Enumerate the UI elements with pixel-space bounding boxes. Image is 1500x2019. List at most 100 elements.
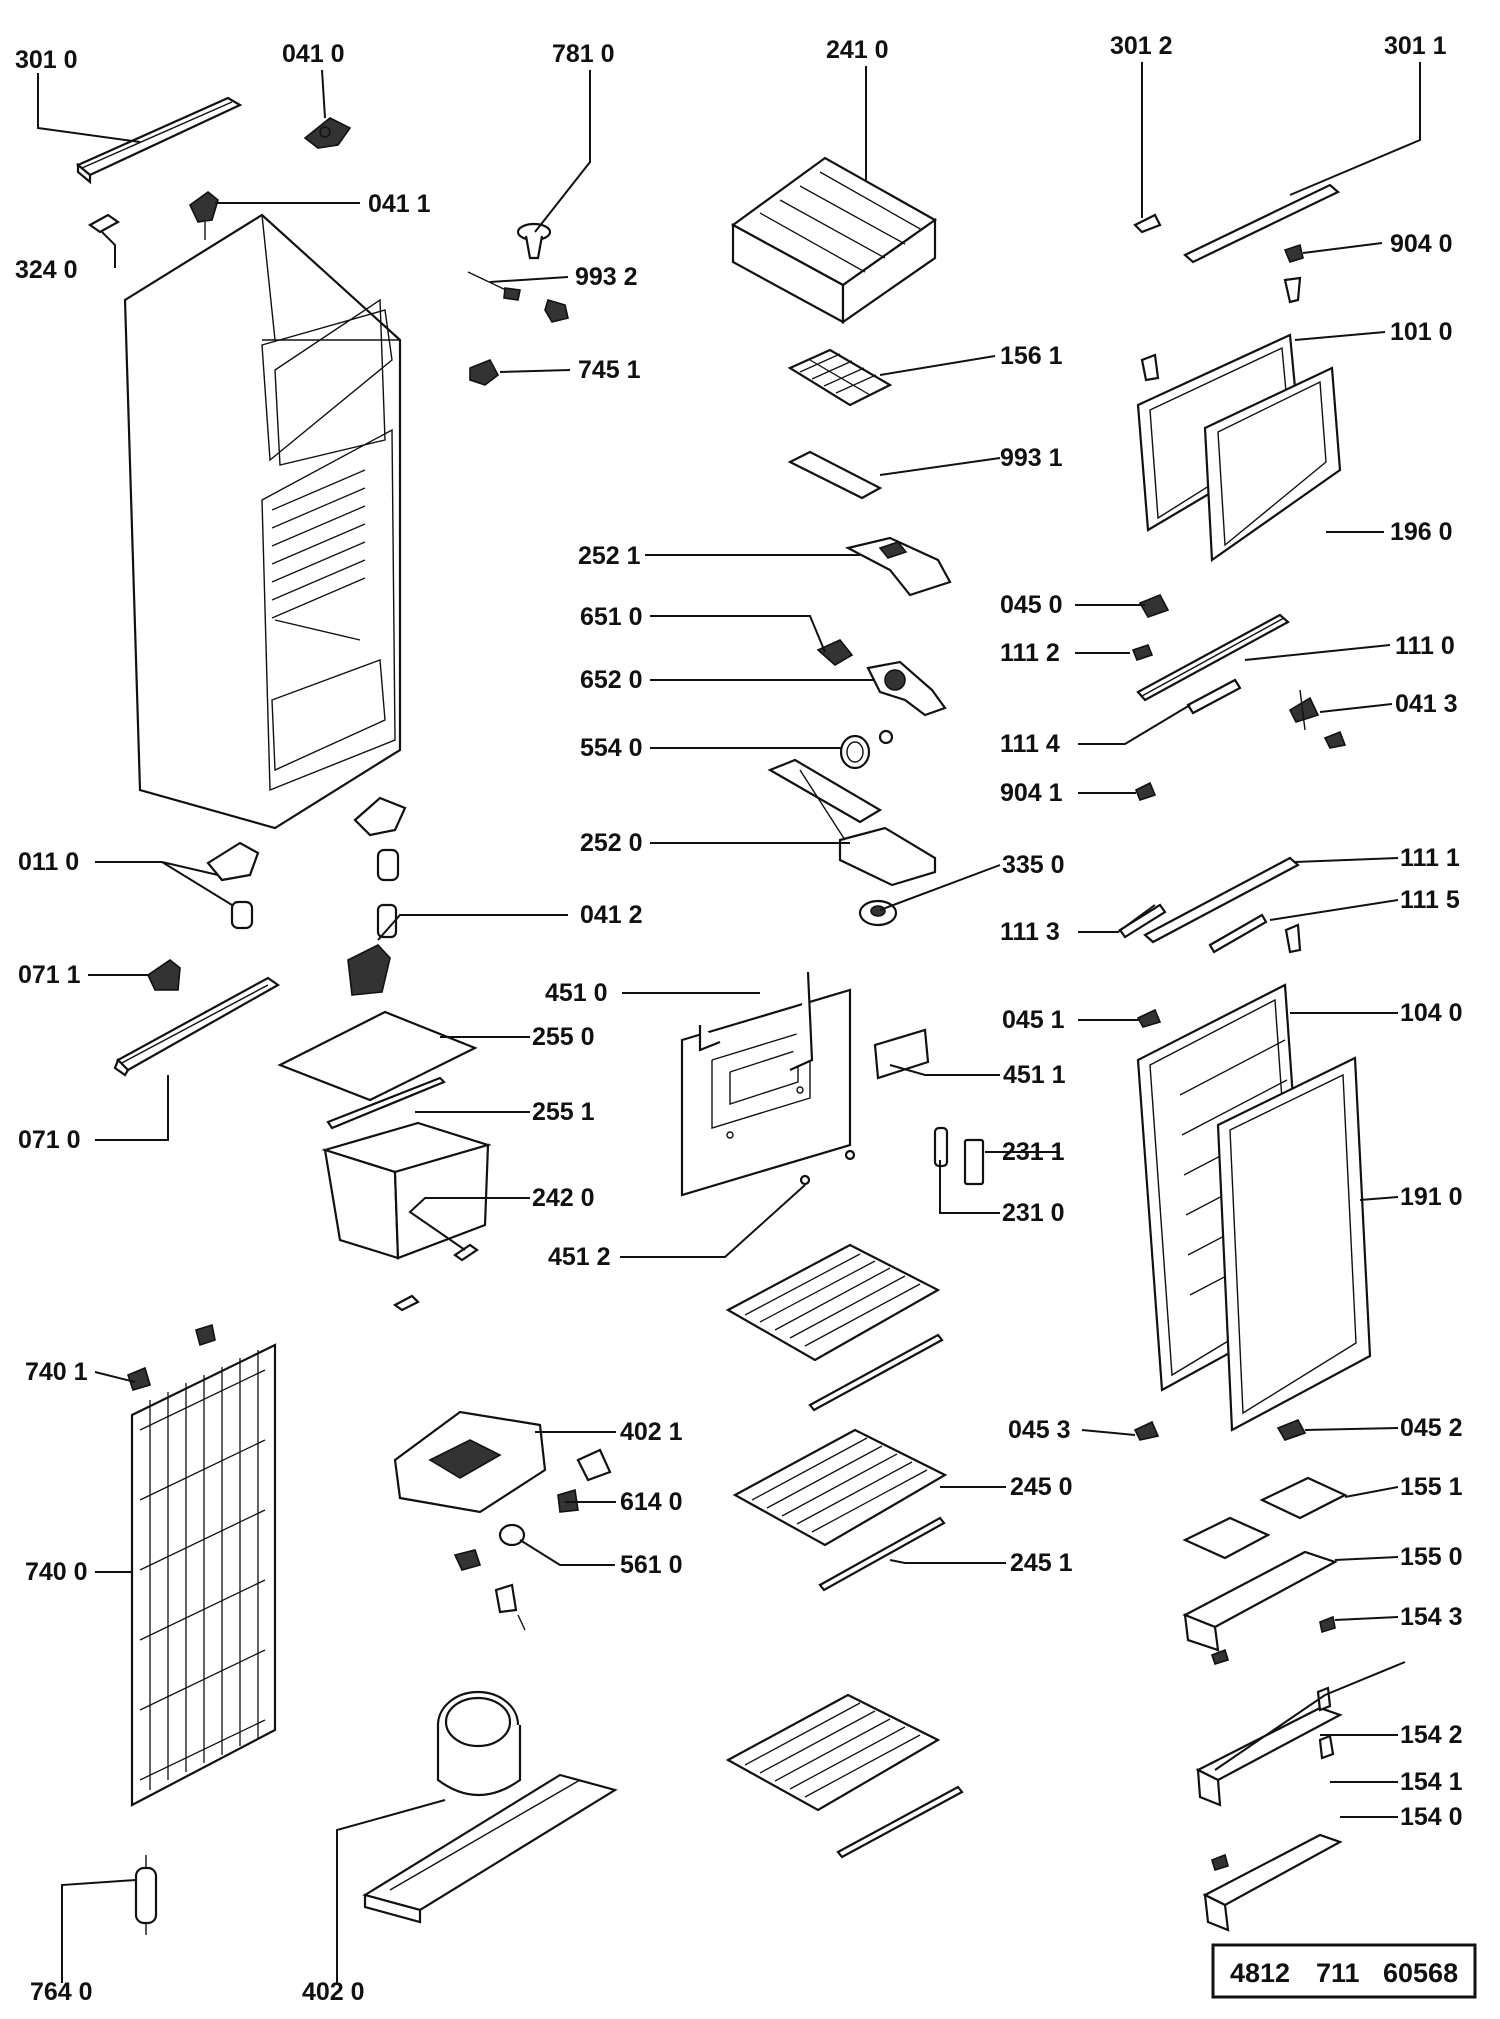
freezer-door-gasket-part [1203, 366, 1342, 563]
condenser-part [127, 1323, 277, 1807]
control-knob-part [858, 899, 898, 927]
door-shelf-part [1182, 1550, 1338, 1652]
hinge-pin-part [1283, 276, 1302, 304]
label-3012: 301 2 [1110, 32, 1173, 60]
label-2550: 255 0 [532, 1023, 595, 1051]
label-7451: 745 1 [578, 356, 641, 384]
crisper-trim-part [453, 1243, 479, 1262]
small-switch-parts [467, 271, 569, 386]
hinge-cap-part [1136, 1008, 1162, 1028]
lamp-holder-part [816, 639, 854, 666]
label-3011: 301 1 [1384, 32, 1447, 60]
wire-shelf-trim [808, 1333, 944, 1412]
label-1542: 154 2 [1400, 1721, 1463, 1749]
label-0413: 041 3 [1395, 690, 1458, 718]
hinge-pin-part [1283, 243, 1304, 263]
thermostat-knob-part [516, 222, 552, 260]
label-4510: 451 0 [545, 979, 608, 1007]
reference-number-box: 4812 711 60568 [1211, 1943, 1477, 1999]
hinge-cap-part [1138, 593, 1170, 618]
label-2450: 245 0 [1010, 1473, 1073, 1501]
door-handle-part [1136, 613, 1290, 702]
evaporator-panel-part [680, 971, 852, 1197]
label-0110: 011 0 [18, 848, 79, 876]
label-7810: 781 0 [552, 40, 615, 68]
bottom-rail-part [113, 976, 281, 1077]
reference-code-3: 60568 [1383, 1958, 1458, 1988]
label-0711: 071 1 [18, 961, 81, 989]
leveling-foot-parts [206, 796, 407, 930]
label-0412: 041 2 [580, 901, 643, 929]
small-screw-part [1131, 644, 1154, 661]
label-7640: 764 0 [30, 1978, 93, 2006]
label-2311: 231 1 [1002, 1138, 1065, 1166]
label-1040: 104 0 [1400, 999, 1463, 1027]
glass-shelf-trim-part [326, 1076, 446, 1130]
hinge-cap-part [1133, 1420, 1160, 1441]
thermostat-housing-part [844, 536, 952, 597]
wire-shelf-top [725, 1243, 941, 1362]
label-1910: 191 0 [1400, 1183, 1463, 1211]
label-2451: 245 1 [1010, 1549, 1073, 1577]
label-1540: 154 0 [1400, 1803, 1463, 1831]
label-2521: 252 1 [578, 542, 641, 570]
handle-part [1143, 856, 1300, 944]
compressor-base-part [362, 1773, 618, 1924]
compressor-cover-part [393, 1410, 547, 1514]
label-3350: 335 0 [1002, 851, 1065, 879]
lower-door-bin-part [1202, 1833, 1343, 1932]
label-0411: 041 1 [368, 190, 431, 218]
glass-shelf-part [277, 1010, 478, 1102]
fridge-door-gasket-part [1216, 1056, 1372, 1432]
freezer-compartment-part [730, 156, 938, 325]
label-1112: 111 2 [1000, 639, 1060, 667]
crisper-drawer-part [321, 1121, 492, 1260]
label-0452: 045 2 [1400, 1414, 1463, 1442]
lamp-cover-part [787, 450, 883, 500]
hinge-cap-part [1276, 1418, 1307, 1441]
egg-tray-parts [1182, 1476, 1348, 1560]
top-hinge-part [303, 117, 352, 149]
evaporator-screw-part [799, 1174, 811, 1186]
relay-parts [453, 1448, 612, 1631]
label-2420: 242 0 [532, 1184, 595, 1212]
label-6140: 614 0 [620, 1488, 683, 1516]
label-2410: 241 0 [826, 36, 889, 64]
wire-shelf-trim [818, 1516, 946, 1592]
label-1551: 155 1 [1400, 1473, 1463, 1501]
bottle-retainer-screw-part [1319, 1615, 1336, 1634]
label-9932: 993 2 [575, 263, 638, 291]
label-2551: 255 1 [532, 1098, 595, 1126]
label-1111: 111 1 [1400, 844, 1460, 872]
label-9931: 993 1 [1000, 444, 1063, 472]
label-1543: 154 3 [1400, 1603, 1463, 1631]
label-0451: 045 1 [1002, 1006, 1065, 1034]
wire-shelf-trim [836, 1785, 964, 1859]
handle-cap-part [1208, 913, 1268, 954]
door-stop-part [1284, 923, 1302, 954]
label-9040: 904 0 [1390, 230, 1453, 258]
label-7400: 740 0 [25, 1558, 88, 1586]
label-4511: 451 1 [1003, 1061, 1066, 1089]
thermostat-part [866, 660, 947, 717]
clip-part [87, 213, 121, 234]
label-1110: 111 0 [1395, 632, 1455, 660]
label-1550: 155 0 [1400, 1543, 1463, 1571]
label-4020: 402 0 [302, 1978, 365, 2006]
label-6510: 651 0 [580, 603, 643, 631]
label-7401: 740 1 [25, 1358, 88, 1386]
label-0710: 071 0 [18, 1126, 81, 1154]
label-1113: 111 3 [1000, 918, 1060, 946]
crisper-trim-part [392, 1294, 420, 1312]
small-screw-part [1134, 781, 1157, 801]
label-9041: 904 1 [1000, 779, 1063, 807]
label-0410: 041 0 [282, 40, 345, 68]
label-1114: 111 4 [1000, 730, 1060, 758]
label-1010: 101 0 [1390, 318, 1453, 346]
label-1960: 196 0 [1390, 518, 1453, 546]
bracket-part [146, 959, 181, 991]
filter-drier-part [134, 1855, 158, 1935]
middle-hinge-part [1288, 689, 1347, 749]
door-trim-part [1183, 183, 1340, 264]
